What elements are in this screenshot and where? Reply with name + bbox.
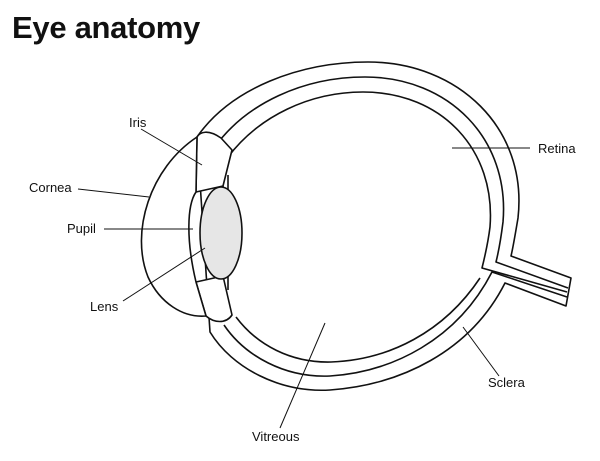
label-iris: Iris <box>129 115 147 130</box>
label-retina: Retina <box>538 141 576 156</box>
page-title: Eye anatomy <box>12 10 200 45</box>
cornea-outline <box>140 136 207 317</box>
label-sclera: Sclera <box>488 375 526 390</box>
lens-shape <box>199 186 243 280</box>
choroid-outline-lower <box>223 271 568 377</box>
sclera-outline <box>196 61 572 392</box>
ciliary-body-upper <box>195 131 233 193</box>
label-lens: Lens <box>90 299 119 314</box>
choroid-outline <box>213 76 569 289</box>
sclera-leader <box>462 326 500 377</box>
label-vitreous: Vitreous <box>252 429 300 444</box>
label-pupil: Pupil <box>67 221 96 236</box>
iris-leader <box>140 128 203 166</box>
vitreous-leader <box>279 322 326 429</box>
lens-leader <box>122 247 206 302</box>
retina-outline-lower <box>235 277 481 363</box>
cornea-leader <box>77 188 150 198</box>
label-cornea: Cornea <box>29 180 72 195</box>
retina-outline <box>227 91 568 293</box>
